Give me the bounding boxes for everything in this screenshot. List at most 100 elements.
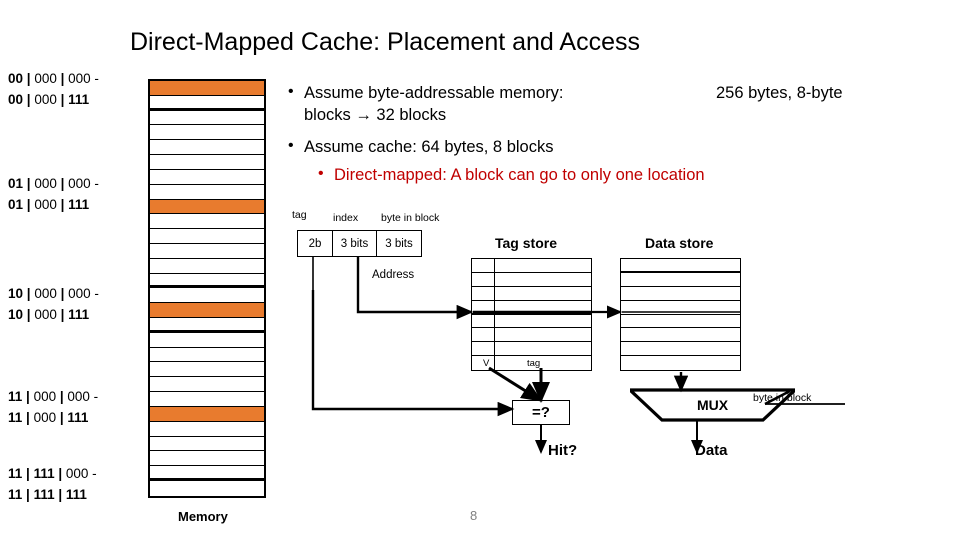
memory-row: [150, 332, 264, 348]
data-store-row: [621, 259, 740, 273]
tag-store-valid-column-label: V: [483, 358, 490, 369]
addr3-l2-prefix: 11: [8, 410, 23, 425]
addr0-l1-suffix: 000 -: [68, 71, 99, 86]
bullet-item-2: • Assume cache: 64 bytes, 8 blocks: [288, 136, 908, 158]
bullet-marker-icon: •: [288, 83, 294, 100]
addr3-l1-prefix: 11: [8, 389, 23, 404]
address-range-label-4: 11 | 111 | 000 - 11 | 111 | 111: [8, 466, 97, 502]
bullet-1-tail-text: 256 bytes, 8-byte: [716, 84, 843, 102]
memory-row: [150, 362, 264, 378]
memory-row-highlighted: [150, 199, 264, 215]
page-number: 8: [470, 508, 478, 523]
mux-select-label: byte in block: [753, 392, 812, 404]
addr2-l2-suffix: 111: [68, 307, 90, 322]
addr1-l1-suffix: 000 -: [68, 176, 99, 191]
addr4-l2-suffix: 111: [65, 487, 87, 502]
memory-row: [150, 466, 264, 481]
tag-store-title: Tag store: [495, 235, 557, 251]
addr0-l1-mid: 000: [34, 71, 57, 86]
comparator-box: =?: [512, 400, 570, 425]
addr2-l2-prefix: 10: [8, 307, 24, 322]
memory-row: [150, 258, 264, 274]
data-store-title: Data store: [645, 235, 714, 251]
memory-row: [150, 451, 264, 467]
data-store-table: [620, 258, 741, 371]
addr4-l2-mid: 111: [33, 487, 55, 502]
memory-row: [150, 110, 264, 126]
addr2-l1-suffix: 000 -: [68, 286, 99, 301]
addr2-l1-mid: 000: [34, 286, 57, 301]
addr1-l2-mid: 000: [34, 197, 57, 212]
addr0-l2-suffix: 111: [68, 92, 90, 107]
tag-store-row: [472, 342, 591, 357]
hit-output-label: Hit?: [548, 442, 578, 459]
tag-store-table: [471, 258, 592, 371]
tag-store-tag-column-label: tag: [527, 358, 541, 369]
memory-row: [150, 347, 264, 363]
data-store-row: [621, 315, 740, 329]
tag-store-row: [472, 286, 591, 301]
memory-row-highlighted: [150, 406, 264, 422]
wire-valid-to-comparator: [488, 366, 543, 402]
memory-row: [150, 214, 264, 230]
memory-row-highlighted: [150, 303, 264, 318]
data-output-label: Data: [695, 442, 728, 459]
bullet-3-text: Direct-mapped: A block can go to only on…: [334, 166, 705, 184]
memory-row: [150, 169, 264, 185]
memory-row: [150, 392, 264, 407]
bullet-1-text: Assume byte-addressable memory:: [304, 84, 564, 102]
bullet-marker-icon: •: [288, 137, 294, 154]
address-range-label-2: 10 | 000 | 000 - 10 | 000 | 111: [8, 286, 99, 322]
addr4-l2-prefix: 11: [8, 487, 23, 502]
memory-caption: Memory: [178, 509, 228, 524]
bullet-2-text: Assume cache: 64 bytes, 8 blocks: [304, 138, 554, 156]
address-range-label-3: 11 | 000 | 000 - 11 | 000 | 111: [8, 389, 99, 425]
addr1-l1-prefix: 01: [8, 176, 24, 191]
bullet-1-continuation: blocks → 32 blocks: [304, 106, 447, 124]
memory-row: [150, 125, 264, 141]
address-cell-byte-in-block: 3 bits: [385, 237, 413, 250]
memory-row: [150, 229, 264, 244]
memory-row: [150, 95, 264, 111]
tag-store-row: [472, 328, 591, 343]
memory-row: [150, 140, 264, 156]
addr2-l2-mid: 000: [34, 307, 57, 322]
addr4-l1-prefix: 11: [8, 466, 23, 481]
data-store-row: [621, 287, 740, 301]
bullet-marker-icon: •: [318, 165, 324, 182]
addr1-l2-suffix: 111: [68, 197, 90, 212]
addr4-l1-mid: 111: [33, 466, 55, 481]
data-store-row: [621, 342, 740, 357]
addr0-l2-mid: 000: [34, 92, 57, 107]
addr1-l2-prefix: 01: [8, 197, 24, 212]
wire-index-to-tag-store: [356, 257, 474, 320]
address-range-label-1: 01 | 000 | 000 - 01 | 000 | 111: [8, 176, 99, 212]
address-field-label-tag: tag: [292, 209, 307, 221]
mux-trapezoid-icon: [625, 388, 800, 422]
memory-row: [150, 421, 264, 437]
memory-row: [150, 480, 264, 496]
memory-row: [150, 273, 264, 289]
address-range-label-0: 00 | 000 | 000 - 00 | 000 | 111: [8, 71, 99, 107]
memory-row: [150, 377, 264, 393]
mux-shape: MUX: [625, 388, 800, 422]
mux-label: MUX: [696, 397, 729, 413]
data-store-row: [621, 328, 740, 343]
bullet-item-1: • Assume byte-addressable memory: 256 by…: [288, 82, 908, 126]
data-store-row: [621, 356, 740, 370]
addr2-l1-prefix: 10: [8, 286, 24, 301]
address-field-label-byte-in-block: byte in block: [381, 212, 440, 224]
addr0-l1-prefix: 00: [8, 71, 24, 86]
memory-row: [150, 243, 264, 259]
addr1-l1-mid: 000: [34, 176, 57, 191]
tag-store-row: [472, 314, 591, 329]
memory-row: [150, 288, 264, 304]
data-store-row: [621, 301, 740, 315]
address-field-label-index: index: [333, 212, 359, 224]
memory-row: [150, 318, 264, 333]
page-title: Direct-Mapped Cache: Placement and Acces…: [130, 28, 640, 56]
addr3-l1-suffix: 000 -: [67, 389, 99, 404]
memory-row: [150, 436, 264, 452]
tag-store-row: [472, 272, 591, 287]
